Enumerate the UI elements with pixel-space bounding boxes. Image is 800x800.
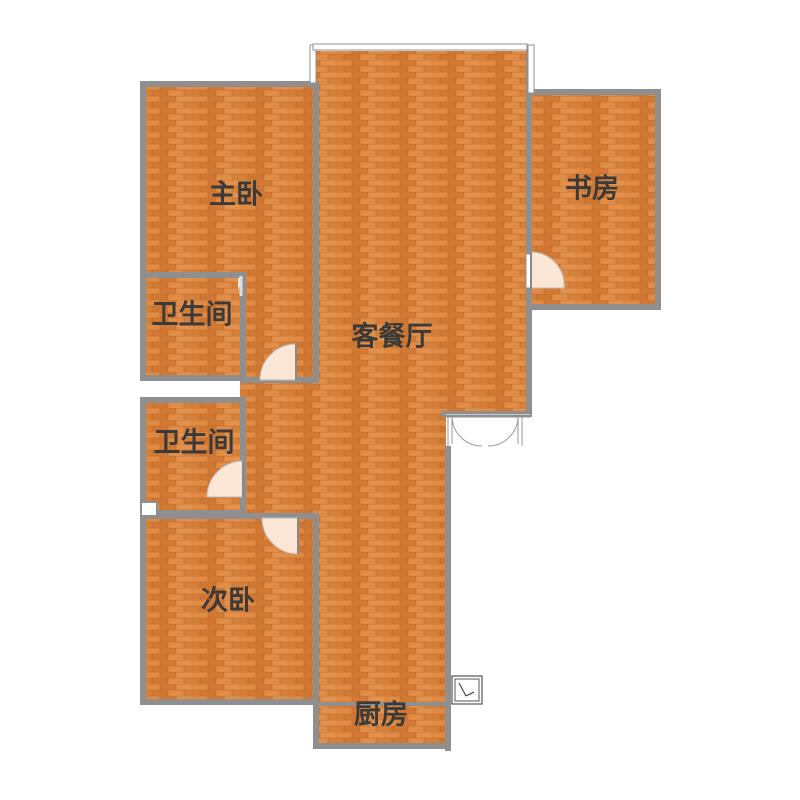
- floor-hall: [240, 378, 446, 518]
- door-swing-icon: [206, 460, 244, 498]
- wall-stub: [140, 501, 158, 517]
- floor-living-dining: [316, 51, 528, 415]
- door-swing-icon: [530, 251, 565, 290]
- floor-master-bathroom: [143, 275, 243, 378]
- room-label-second-bathroom: 卫生间: [154, 428, 235, 459]
- door-swing-icon: [261, 517, 299, 555]
- room-label-study: 书房: [565, 174, 619, 205]
- window-icon: [309, 43, 535, 289]
- room-label-second-bedroom: 次卧: [201, 586, 255, 617]
- floor-lower-corridor: [316, 516, 446, 704]
- room-label-master-bathroom: 卫生间: [152, 300, 233, 331]
- appliance-icon: [451, 675, 483, 705]
- floor-kitchen: [316, 704, 446, 744]
- floors: [143, 51, 657, 744]
- wall-master-bedroom: [140, 81, 319, 379]
- wall-study: [526, 89, 661, 310]
- wall-second-bedroom: [140, 515, 319, 705]
- door-swing-icon: [238, 276, 243, 296]
- room-label-living-dining: 客餐厅: [352, 321, 433, 353]
- double-door-icon: [446, 414, 530, 447]
- wall-kitchen: [313, 699, 451, 749]
- room-label-master-bedroom: 主卧: [209, 180, 263, 211]
- floor-master-bedroom: [143, 87, 318, 277]
- room-label-kitchen: 厨房: [354, 700, 408, 731]
- door-swing-icon: [259, 343, 297, 381]
- room-labels: 主卧 卫生间 客餐厅 书房 卫生间 次卧 厨房: [152, 174, 620, 731]
